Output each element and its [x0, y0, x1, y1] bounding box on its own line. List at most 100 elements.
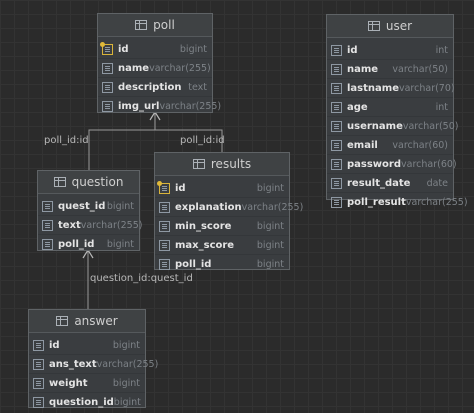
column-type: bigint	[106, 200, 134, 212]
column-icon	[102, 81, 113, 93]
table-icon	[53, 177, 66, 187]
column-type: bigint	[113, 396, 141, 408]
column-type: varchar(255)	[241, 201, 304, 213]
column-name: name	[118, 62, 150, 74]
column-row-user-name[interactable]: name varchar(50)	[327, 59, 453, 78]
column-name: lastname	[347, 82, 399, 94]
column-type: text	[188, 81, 207, 93]
column-name: age	[347, 101, 368, 113]
entity-header[interactable]: question	[38, 171, 139, 194]
entity-title: results	[210, 157, 252, 171]
column-icon	[331, 101, 342, 113]
column-name: poll_result	[347, 196, 406, 208]
table-icon	[192, 159, 205, 169]
column-type: varchar(70)	[398, 82, 455, 94]
column-type: bigint	[179, 43, 207, 55]
entity-header[interactable]: answer	[29, 310, 145, 333]
column-name: name	[347, 63, 379, 75]
column-icon	[331, 139, 342, 151]
table-icon	[367, 21, 380, 31]
column-name: img_url	[118, 100, 160, 112]
column-icon	[42, 219, 53, 231]
column-name: min_score	[175, 220, 232, 232]
entity-header[interactable]: poll	[98, 14, 212, 37]
column-icon	[331, 44, 342, 56]
column-type: varchar(50)	[402, 120, 459, 132]
column-type: varchar(255)	[80, 219, 143, 231]
column-name: id	[118, 43, 129, 55]
column-type: varchar(255)	[159, 100, 222, 112]
column-name: quest_id	[58, 200, 106, 212]
column-icon	[331, 177, 342, 189]
column-icon	[42, 238, 53, 250]
primary-key-icon	[157, 180, 170, 194]
column-icon	[159, 239, 170, 251]
column-name: id	[49, 339, 60, 351]
table-icon	[56, 316, 69, 326]
column-type: bigint	[256, 239, 284, 251]
entity-title: poll	[153, 18, 175, 32]
column-type: bigint	[256, 258, 284, 270]
column-icon	[33, 396, 44, 408]
column-name: username	[347, 120, 403, 132]
column-icon	[159, 258, 170, 270]
column-type: varchar(60)	[392, 139, 448, 151]
column-name: result_date	[347, 177, 411, 189]
relation-label-question-poll: poll_id:id	[44, 135, 89, 146]
column-name: explanation	[175, 201, 242, 213]
column-icon	[42, 200, 53, 212]
column-name: id	[175, 182, 186, 194]
entity-header[interactable]: results	[155, 153, 289, 176]
column-icon	[102, 100, 113, 112]
column-icon	[33, 358, 44, 370]
relation-label-answer-question: question_id:quest_id	[90, 273, 193, 284]
column-type: varchar(255)	[96, 358, 159, 370]
column-icon	[102, 62, 113, 74]
entity-header[interactable]: user	[327, 15, 453, 38]
column-name: ans_text	[49, 358, 97, 370]
column-icon	[331, 120, 342, 132]
column-type: int	[435, 44, 448, 56]
column-type: varchar(50)	[392, 63, 448, 75]
column-row-poll-id[interactable]: id bigint	[98, 40, 212, 58]
column-name: question_id	[49, 396, 114, 408]
entity-title: answer	[74, 314, 118, 328]
column-row-user-age[interactable]: age int	[327, 97, 453, 116]
relation-label-results-poll: poll_id:id	[180, 135, 225, 146]
column-type: int	[435, 101, 448, 113]
column-icon	[159, 220, 170, 232]
column-name: text	[58, 219, 81, 231]
column-icon	[331, 196, 342, 208]
column-name: weight	[49, 377, 88, 389]
